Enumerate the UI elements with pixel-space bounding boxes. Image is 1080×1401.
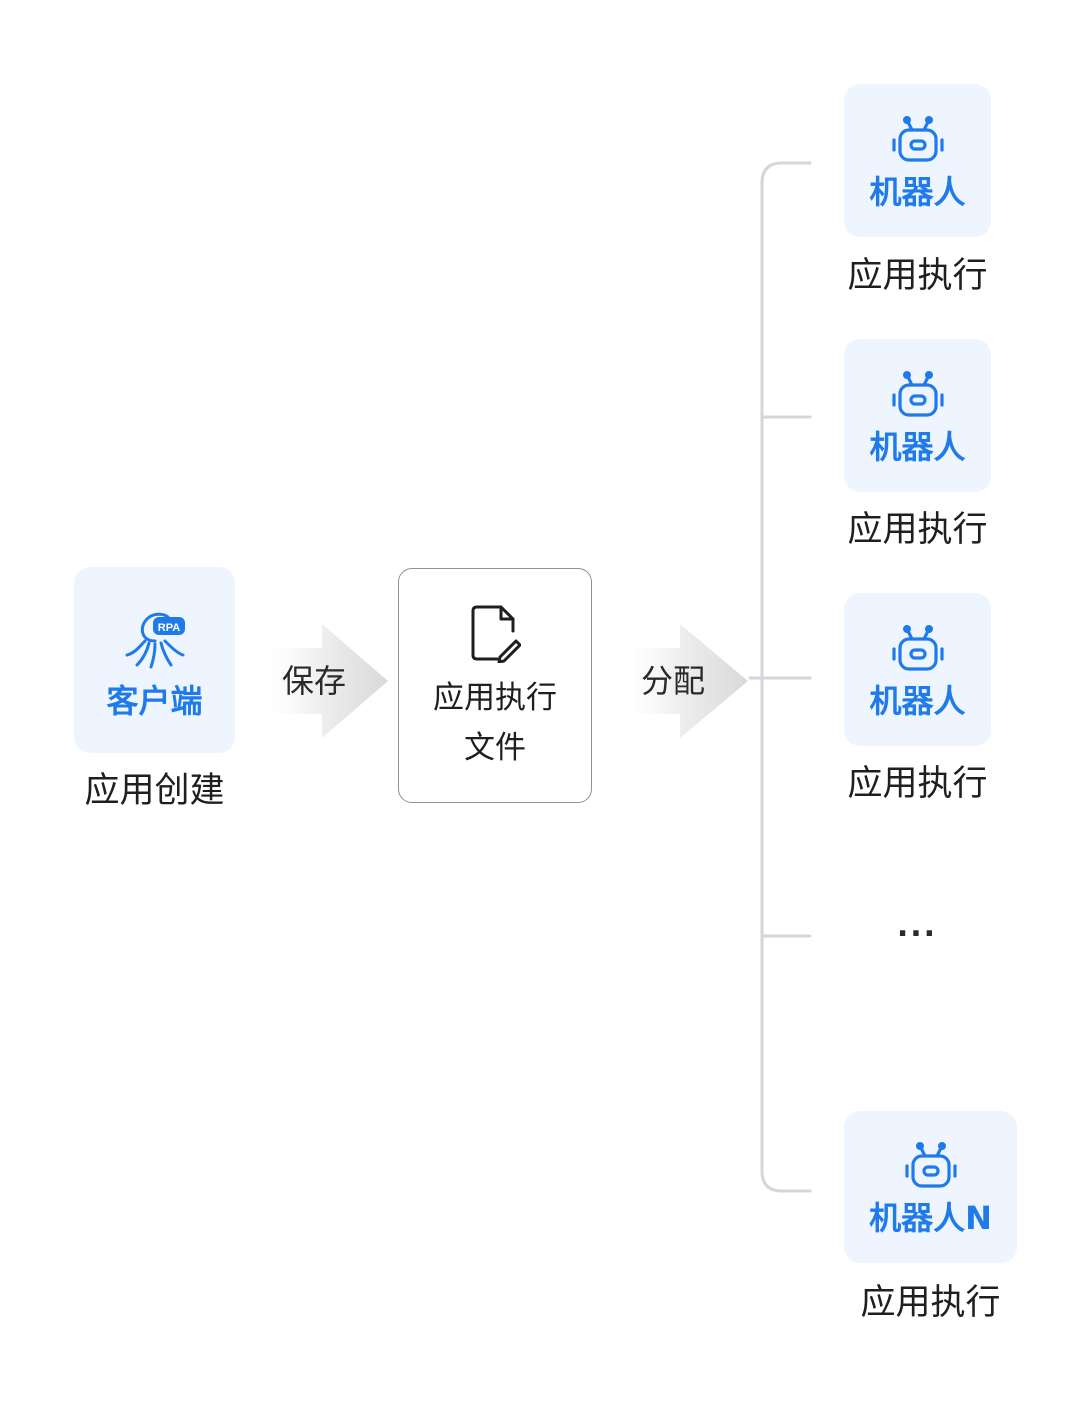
robot-card: 机器人N — [844, 1111, 1017, 1263]
robot-caption: 应用执行 — [847, 256, 988, 296]
robot-label: 机器人 — [869, 427, 966, 466]
rpa-badge: RPA — [157, 622, 179, 634]
distribute-arrow-label: 分配 — [641, 662, 706, 700]
save-arrow — [258, 624, 388, 738]
client-caption: 应用创建 — [84, 771, 225, 811]
robot-caption: 应用执行 — [847, 764, 988, 804]
distribute-arrow — [615, 624, 748, 738]
more-robots-ellipsis: ... — [896, 909, 938, 944]
octopus-rpa-icon: RPA — [125, 612, 185, 669]
robot-card: 机器人 — [844, 84, 991, 237]
save-arrow-label: 保存 — [282, 662, 347, 700]
client-label: 客户端 — [106, 682, 203, 720]
execution-file-box: 应用执行 文件 — [398, 568, 592, 803]
robot-icon — [891, 624, 944, 671]
distribution-bracket — [748, 161, 812, 1193]
robot-label: 机器人 — [869, 681, 966, 720]
robot-icon — [891, 115, 944, 162]
robot-caption: 应用执行 — [847, 510, 988, 550]
file-line-2: 文件 — [464, 730, 526, 766]
file-line-1: 应用执行 — [433, 680, 557, 716]
robot-icon — [904, 1142, 957, 1188]
robot-card: 机器人 — [844, 593, 991, 746]
robot-icon — [891, 370, 944, 417]
robot-label: 机器人 — [869, 172, 966, 211]
robot-caption: 应用执行 — [860, 1283, 1001, 1323]
robot-card: 机器人 — [844, 339, 991, 492]
robot-label: 机器人N — [869, 1199, 992, 1237]
client-card: RPA 客户端 — [74, 567, 235, 753]
file-edit-icon — [471, 605, 521, 663]
